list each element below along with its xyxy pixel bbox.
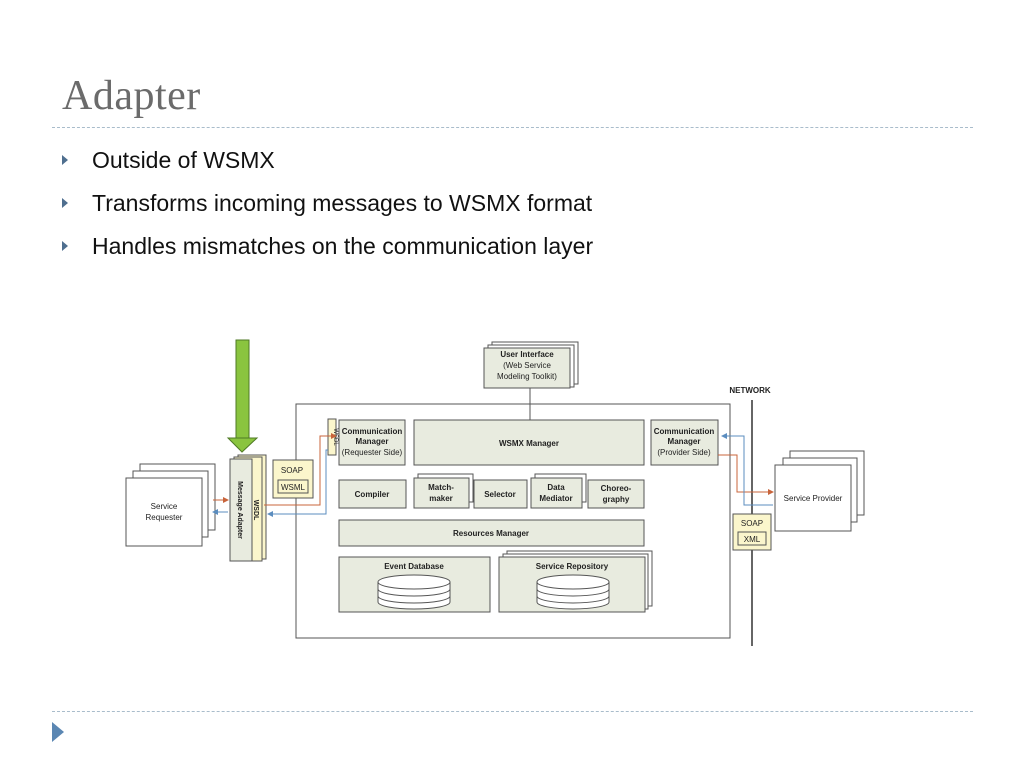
wsml-left-label: WSML	[281, 483, 306, 492]
event-database-label: Event Database	[384, 562, 444, 571]
next-slide-arrow-icon[interactable]	[52, 722, 64, 742]
matchmaker-line1: Match-	[428, 483, 454, 492]
compiler-label: Compiler	[355, 490, 390, 499]
comm-manager-provider: Communication Manager (Provider Side)	[650, 419, 719, 466]
comm-manager-requester-line2: Manager	[356, 437, 389, 446]
comm-manager-requester-line3: (Requester Side)	[342, 448, 403, 457]
data-mediator-line2: Mediator	[539, 494, 572, 503]
bullet-text: Outside of WSMX	[92, 147, 275, 173]
user-interface-label: User Interface	[500, 350, 554, 359]
provider-arrows	[718, 433, 774, 506]
bullet-item: Transforms incoming messages to WSMX for…	[62, 188, 593, 231]
soap-wsml-note: SOAP WSML	[272, 459, 314, 499]
soap-right-label: SOAP	[741, 519, 763, 528]
compiler-box: Compiler	[338, 479, 407, 509]
service-requester-line2: Requester	[146, 513, 183, 522]
soap-left-label: SOAP	[281, 466, 303, 475]
selector-box: Selector	[473, 479, 528, 509]
bullet-text: Handles mismatches on the communication …	[92, 233, 594, 259]
data-mediator-line1: Data	[547, 483, 565, 492]
wsdl-small-label: WSDL	[332, 428, 338, 446]
message-adapter-label: Message Adapter	[236, 481, 243, 539]
comm-manager-provider-line1: Communication	[654, 427, 715, 436]
slide-title: Adapter	[62, 73, 201, 119]
comm-manager-provider-line3: (Provider Side)	[657, 448, 711, 457]
bullet-text: Transforms incoming messages to WSMX for…	[92, 190, 593, 216]
comm-manager-requester-line1: Communication	[342, 427, 403, 436]
matchmaker-box: Match- maker	[413, 473, 474, 509]
selector-label: Selector	[484, 490, 516, 499]
resources-manager: Resources Manager	[338, 519, 645, 547]
requester-adapter-arrows	[212, 433, 337, 517]
wsdl-vertical-label: WSDL	[252, 500, 259, 521]
user-interface-sub1: (Web Service	[503, 361, 551, 370]
service-requester: Service Requester	[125, 463, 216, 547]
comm-manager-requester: Communication Manager (Requester Side)	[338, 419, 406, 466]
service-provider: Service Provider	[774, 450, 865, 532]
footer-divider	[52, 711, 973, 712]
message-adapter: Message Adapter WSDL	[229, 454, 267, 562]
bullet-item: Outside of WSMX	[62, 145, 593, 188]
wsmx-manager-label: WSMX Manager	[499, 439, 559, 448]
user-interface-box: User Interface (Web Service Modeling Too…	[483, 341, 579, 389]
comm-manager-provider-line2: Manager	[668, 437, 701, 446]
bullet-item: Handles mismatches on the communication …	[62, 231, 593, 274]
database-cylinder-icon	[377, 574, 451, 610]
database-cylinder-icon	[536, 574, 610, 610]
soap-xml-note: SOAP XML	[732, 513, 772, 551]
data-mediator-box: Data Mediator	[530, 473, 587, 509]
choreography-line1: Choreo-	[601, 484, 632, 493]
bullet-triangle-icon	[62, 155, 68, 165]
choreography-box: Choreo- graphy	[587, 479, 645, 509]
title-divider	[52, 127, 973, 128]
bullet-triangle-icon	[62, 241, 68, 251]
bullet-list: Outside of WSMX Transforms incoming mess…	[62, 145, 593, 274]
event-database: Event Database	[338, 556, 491, 613]
bullet-triangle-icon	[62, 198, 68, 208]
highlight-arrow-icon	[226, 339, 259, 453]
service-repository: Service Repository	[498, 550, 653, 613]
service-repository-label: Service Repository	[536, 562, 609, 571]
service-requester-line1: Service	[151, 502, 178, 511]
service-provider-label: Service Provider	[784, 494, 843, 503]
network-label: NETWORK	[729, 386, 771, 395]
user-interface-sub2: Modeling Toolkit)	[497, 372, 557, 381]
xml-right-label: XML	[744, 535, 761, 544]
wsmx-manager: WSMX Manager	[413, 419, 645, 466]
resources-manager-label: Resources Manager	[453, 529, 529, 538]
matchmaker-line2: maker	[429, 494, 453, 503]
choreography-line2: graphy	[603, 495, 630, 504]
